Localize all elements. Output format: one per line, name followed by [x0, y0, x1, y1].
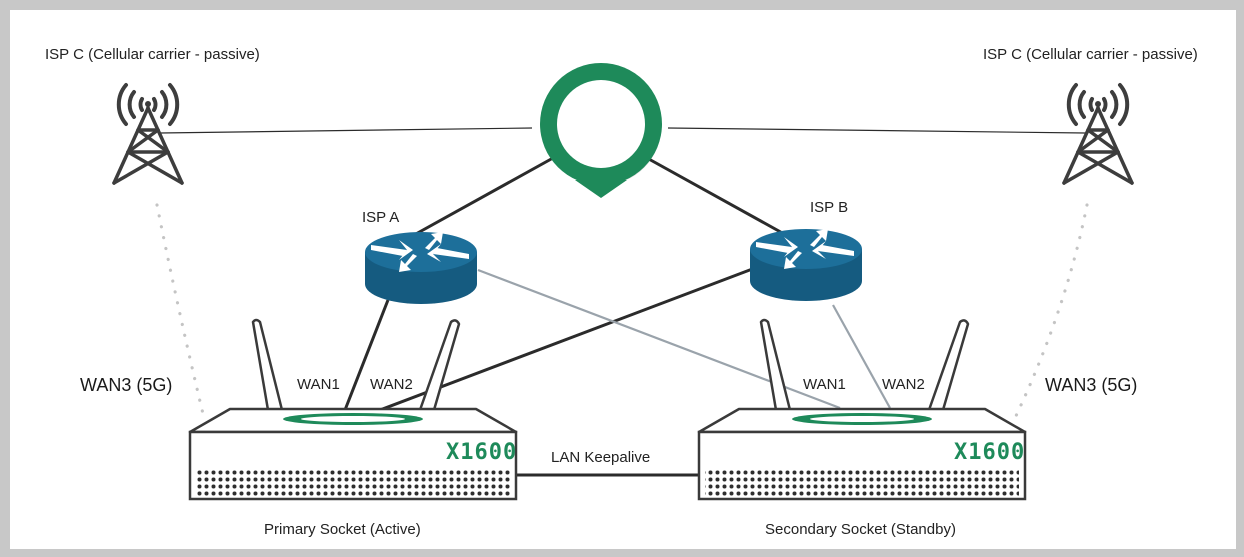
diagram-frame: ISP C (Cellular carrier - passive) ISP C… [10, 10, 1236, 549]
link-wan3-right-dotted [1013, 203, 1089, 420]
link-isp-b-to-secondary-wan2 [832, 304, 891, 409]
sd-wan-appliance-icon [697, 318, 1027, 501]
location-pin-icon [540, 63, 662, 198]
vent-dots [705, 468, 1019, 497]
link-cloud-to-isp-a [404, 156, 554, 242]
vent-dots [196, 468, 510, 497]
network-diagram: ISP C (Cellular carrier - passive) ISP C… [45, 46, 1198, 538]
link-cloud-to-isp-b [646, 156, 796, 242]
isp-c-right-label: ISP C (Cellular carrier - passive) [983, 46, 1198, 63]
secondary-wan1-label: WAN1 [803, 376, 846, 393]
secondary-wan2-label: WAN2 [882, 376, 925, 393]
link-isp-a-to-primary-wan1 [343, 299, 390, 411]
sd-wan-appliance-icon [188, 318, 518, 501]
primary-wan2-label: WAN2 [370, 376, 413, 393]
router-icon [365, 232, 477, 304]
primary-wan1-label: WAN1 [297, 376, 340, 393]
primary-model-label: X1600 [446, 440, 517, 465]
wan3-left-label: WAN3 (5G) [80, 375, 172, 395]
links [155, 127, 1089, 477]
primary-caption: Primary Socket (Active) [264, 521, 421, 538]
link-tower-right-to-cloud [667, 127, 1086, 134]
router-icon [750, 229, 862, 301]
cell-tower-icon [1062, 83, 1134, 185]
cell-tower-icon [112, 83, 184, 185]
isp-a-label: ISP A [362, 209, 399, 226]
lan-keepalive-label: LAN Keepalive [551, 449, 650, 466]
link-tower-left-to-cloud [159, 127, 533, 134]
wan3-right-label: WAN3 (5G) [1045, 375, 1137, 395]
secondary-model-label: X1600 [954, 440, 1025, 465]
link-isp-b-to-primary-wan2 [379, 266, 756, 412]
isp-c-left-label: ISP C (Cellular carrier - passive) [45, 46, 260, 63]
secondary-caption: Secondary Socket (Standby) [765, 521, 956, 538]
isp-b-label: ISP B [810, 199, 848, 216]
